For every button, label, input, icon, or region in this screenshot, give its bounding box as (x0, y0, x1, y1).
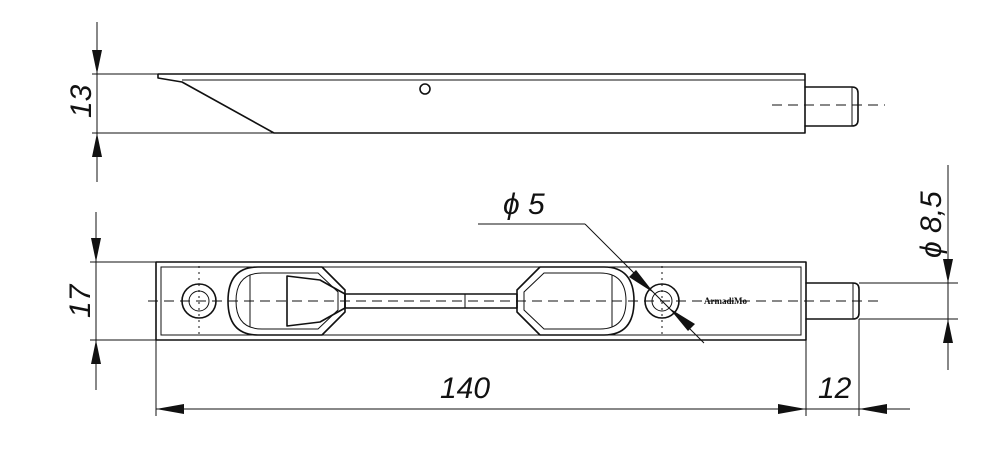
right-recess (516, 266, 635, 336)
front-view-pin (805, 282, 860, 320)
dim-140-arrow-right (778, 404, 806, 414)
dim-13-label: 13 (65, 84, 98, 118)
dim-phi85-arrow-bottom (943, 319, 953, 343)
side-view: 13 (65, 22, 885, 182)
front-view: ArmadiMo 17 140 12 ϕ 5 ϕ (64, 165, 958, 416)
brand-marking: ArmadiMo (704, 296, 747, 306)
dim-140-arrow-left (156, 404, 184, 414)
left-recess-inner (235, 272, 339, 330)
dim-12-label: 12 (818, 372, 852, 405)
dim-17-arrow-bottom (91, 340, 101, 364)
dim-phi5-arrow-bottom (669, 308, 695, 331)
dim-17-label: 17 (64, 283, 97, 318)
dim-140-label: 140 (440, 372, 490, 405)
front-view-plate-inner (160, 266, 802, 336)
side-view-pin (804, 86, 859, 127)
left-recess (227, 266, 346, 336)
dim-phi5-label: ϕ 5 (503, 188, 545, 221)
dim-12-arrow-right (859, 404, 887, 414)
dim-phi5-arrow-top (629, 270, 654, 293)
dim-17-arrow-top (91, 238, 101, 262)
dim-phi85-arrow-top (943, 259, 953, 283)
dim-13-arrow-top (92, 50, 102, 74)
dim-phi85-label: ϕ 8,5 (915, 191, 948, 258)
dim-13-arrow-bottom (92, 133, 102, 157)
right-recess-inner (523, 272, 627, 330)
side-view-hole (419, 83, 431, 95)
side-view-body (157, 73, 806, 134)
